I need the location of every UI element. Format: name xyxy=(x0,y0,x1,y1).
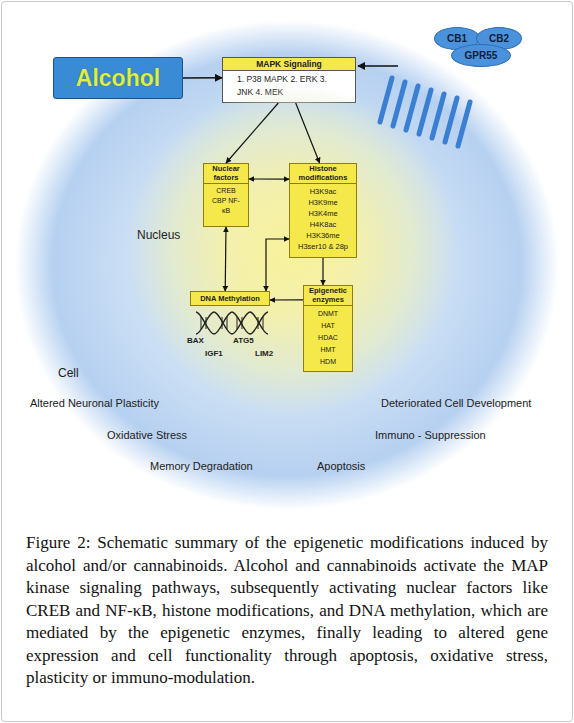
signal-arrow xyxy=(266,239,289,291)
transmembrane-helix xyxy=(419,90,431,134)
methylation-box: DNA Methylation xyxy=(190,291,270,306)
transmembrane-helix xyxy=(458,102,470,146)
outcome-label: Deteriorated Cell Development xyxy=(381,397,531,409)
gene-name: IGF1 xyxy=(205,349,223,358)
box-body: DNMT HAT HDAC HMT HDM xyxy=(313,308,343,368)
dna-strand xyxy=(196,312,268,334)
box-heading: MAPK Signaling xyxy=(223,58,355,71)
dna-strand xyxy=(196,312,268,334)
outcome-label: Apoptosis xyxy=(317,460,365,472)
signal-arrow xyxy=(296,103,320,163)
outcome-label: Oxidative Stress xyxy=(107,429,187,441)
outcome-label: Immuno - Suppression xyxy=(375,429,486,441)
transmembrane-helix xyxy=(445,98,457,142)
receptor-label: CB2 xyxy=(489,33,509,44)
stimulus-label: Alcohol xyxy=(76,65,160,92)
gene-name: LIM2 xyxy=(255,349,273,358)
receptor-arrow xyxy=(358,65,398,66)
signal-arrow xyxy=(226,103,278,163)
receptor-helices xyxy=(380,78,470,146)
factor-box: Nuclear factorsCREB CBP NF-κB xyxy=(203,163,249,227)
figure-caption: Figure 2: Schematic summary of the epige… xyxy=(26,532,548,690)
signal-arrow xyxy=(322,258,323,285)
box-heading: Histone modifications xyxy=(290,164,356,184)
signal-arrow xyxy=(270,299,303,300)
signal-arrow xyxy=(225,227,227,291)
signal-arrow xyxy=(183,77,222,79)
box-heading: DNA Methylation xyxy=(191,292,269,305)
box-heading: Epigenetic enzymes xyxy=(304,286,352,306)
receptor-label: CB1 xyxy=(447,33,467,44)
enzyme-box: Epigenetic enzymesDNMT HAT HDAC HMT HDM xyxy=(303,285,353,372)
box-body: H3K9ac H3K9me H3K4me H4K8ac H3K36me H3se… xyxy=(297,186,350,252)
stimulus-box: Alcohol xyxy=(53,57,183,99)
signal-arrow xyxy=(249,178,289,179)
transmembrane-helix xyxy=(406,86,418,130)
dna-helix xyxy=(196,312,268,334)
cell-label: Cell xyxy=(58,366,79,380)
nucleus-circle: Nucleus Nuclear factorsCREB CBP NF-κB Hist… xyxy=(125,85,460,415)
modification-box: Histone modificationsH3K9ac H3K9me H3K4m… xyxy=(289,163,357,258)
transmembrane-helix xyxy=(432,94,444,138)
outcome-label: Altered Neuronal Plasticity xyxy=(30,397,159,409)
outcome-label: Memory Degradation xyxy=(150,460,253,472)
gene-name: BAX xyxy=(187,336,204,345)
receptor-ellipse: GPR55 xyxy=(451,44,511,67)
dna-rungs xyxy=(201,317,263,329)
box-heading: Nuclear factors xyxy=(204,164,248,184)
receptor-label: GPR55 xyxy=(465,50,498,61)
gene-name: ATG5 xyxy=(233,336,254,345)
box-body: CREB CBP NF-κB xyxy=(212,186,240,216)
nucleus-label: Nucleus xyxy=(137,228,180,242)
transmembrane-helix xyxy=(380,78,392,122)
transmembrane-helix xyxy=(393,82,405,126)
